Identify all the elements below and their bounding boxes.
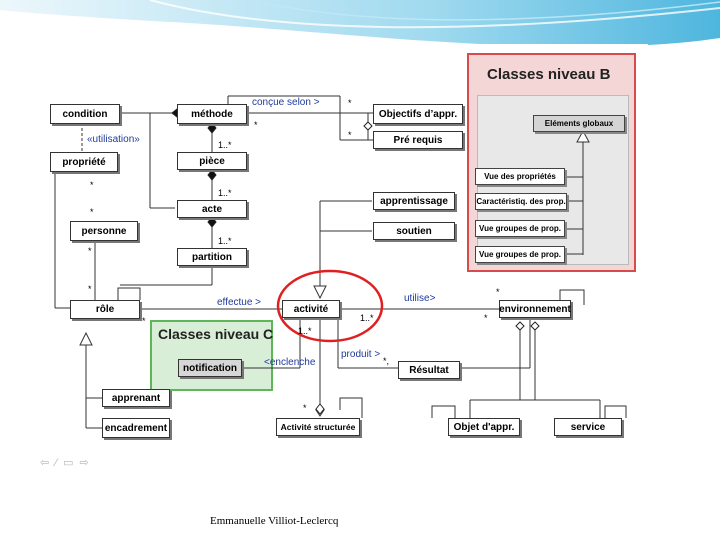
pen-icon[interactable]: ∕ <box>55 457 64 469</box>
mult-star: * <box>90 207 94 217</box>
mult-star: * <box>348 98 352 108</box>
mult-star: * <box>484 313 488 323</box>
class-vue-groupes-1: Vue groupes de prop. <box>475 220 565 237</box>
mult-star: * <box>348 130 352 140</box>
panel-niveau-b-title: Classes niveau B <box>487 66 611 83</box>
class-environnement: environnement <box>499 300 571 318</box>
class-role: rôle <box>70 300 140 319</box>
assoc-utilisation: «utilisation» <box>87 134 140 145</box>
assoc-enclenche: <enclenche <box>264 357 316 368</box>
arrow-left-icon[interactable]: ⇦ <box>40 457 56 469</box>
mult-one-star: 1..* <box>218 236 232 246</box>
class-caracteristiq: Caractéristiq. des prop. <box>475 193 567 210</box>
panel-niveau-c-title: Classes niveau C <box>158 326 274 342</box>
assoc-concue-selon: conçue selon > <box>252 97 320 108</box>
class-soutien: soutien <box>373 222 455 240</box>
class-encadrement: encadrement <box>102 418 170 438</box>
class-partition: partition <box>177 248 247 266</box>
class-piece: pièce <box>177 152 247 170</box>
class-activite-structuree: Activité structurée <box>276 418 360 436</box>
class-activite: activité <box>282 300 340 318</box>
class-personne: personne <box>70 221 138 241</box>
class-condition: condition <box>50 104 120 124</box>
mult-star-comma: *, <box>383 356 390 366</box>
class-elements-globaux: Eléments globaux <box>533 115 625 132</box>
assoc-effectue: effectue > <box>217 297 262 308</box>
class-service: service <box>554 418 622 436</box>
class-prerequis: Pré requis <box>373 131 463 149</box>
mult-star: * <box>496 287 500 297</box>
screen-icon[interactable]: ▭ <box>63 457 80 469</box>
mult-star: * <box>142 316 146 326</box>
mult-star: * <box>90 180 94 190</box>
class-apprentissage: apprentissage <box>373 192 455 210</box>
footer-author: Emmanuelle Villiot-Leclercq <box>210 515 339 527</box>
class-objectifs: Objectifs d’appr. <box>373 104 463 124</box>
class-vue-proprietes: Vue des propriétés <box>475 168 565 185</box>
mult-one-star: 1..* <box>360 313 374 323</box>
mult-one-star: 1..* <box>218 140 232 150</box>
class-notification: notification <box>178 359 242 377</box>
mult-one-star: 1..* <box>218 188 232 198</box>
assoc-utilise: utilise> <box>404 293 436 304</box>
mult-star: * <box>88 284 92 294</box>
class-methode: méthode <box>177 104 247 124</box>
class-vue-groupes-2: Vue groupes de prop. <box>475 246 565 263</box>
assoc-produit: produit > <box>341 349 381 360</box>
class-propriete: propriété <box>50 152 118 172</box>
slide-nav-icons[interactable]: ⇦∕▭⇨ <box>40 456 95 469</box>
class-resultat: Résultat <box>398 361 460 379</box>
arrow-right-icon[interactable]: ⇨ <box>79 457 95 469</box>
mult-star: * <box>303 403 307 413</box>
mult-one-star: 1..* <box>298 326 312 336</box>
mult-star: * <box>254 120 258 130</box>
class-apprenant: apprenant <box>102 389 170 407</box>
mult-star: * <box>88 246 92 256</box>
panel-niveau-c <box>150 320 273 391</box>
class-objet-appr: Objet d'appr. <box>448 418 520 436</box>
header-swoosh <box>0 0 720 47</box>
class-acte: acte <box>177 200 247 218</box>
